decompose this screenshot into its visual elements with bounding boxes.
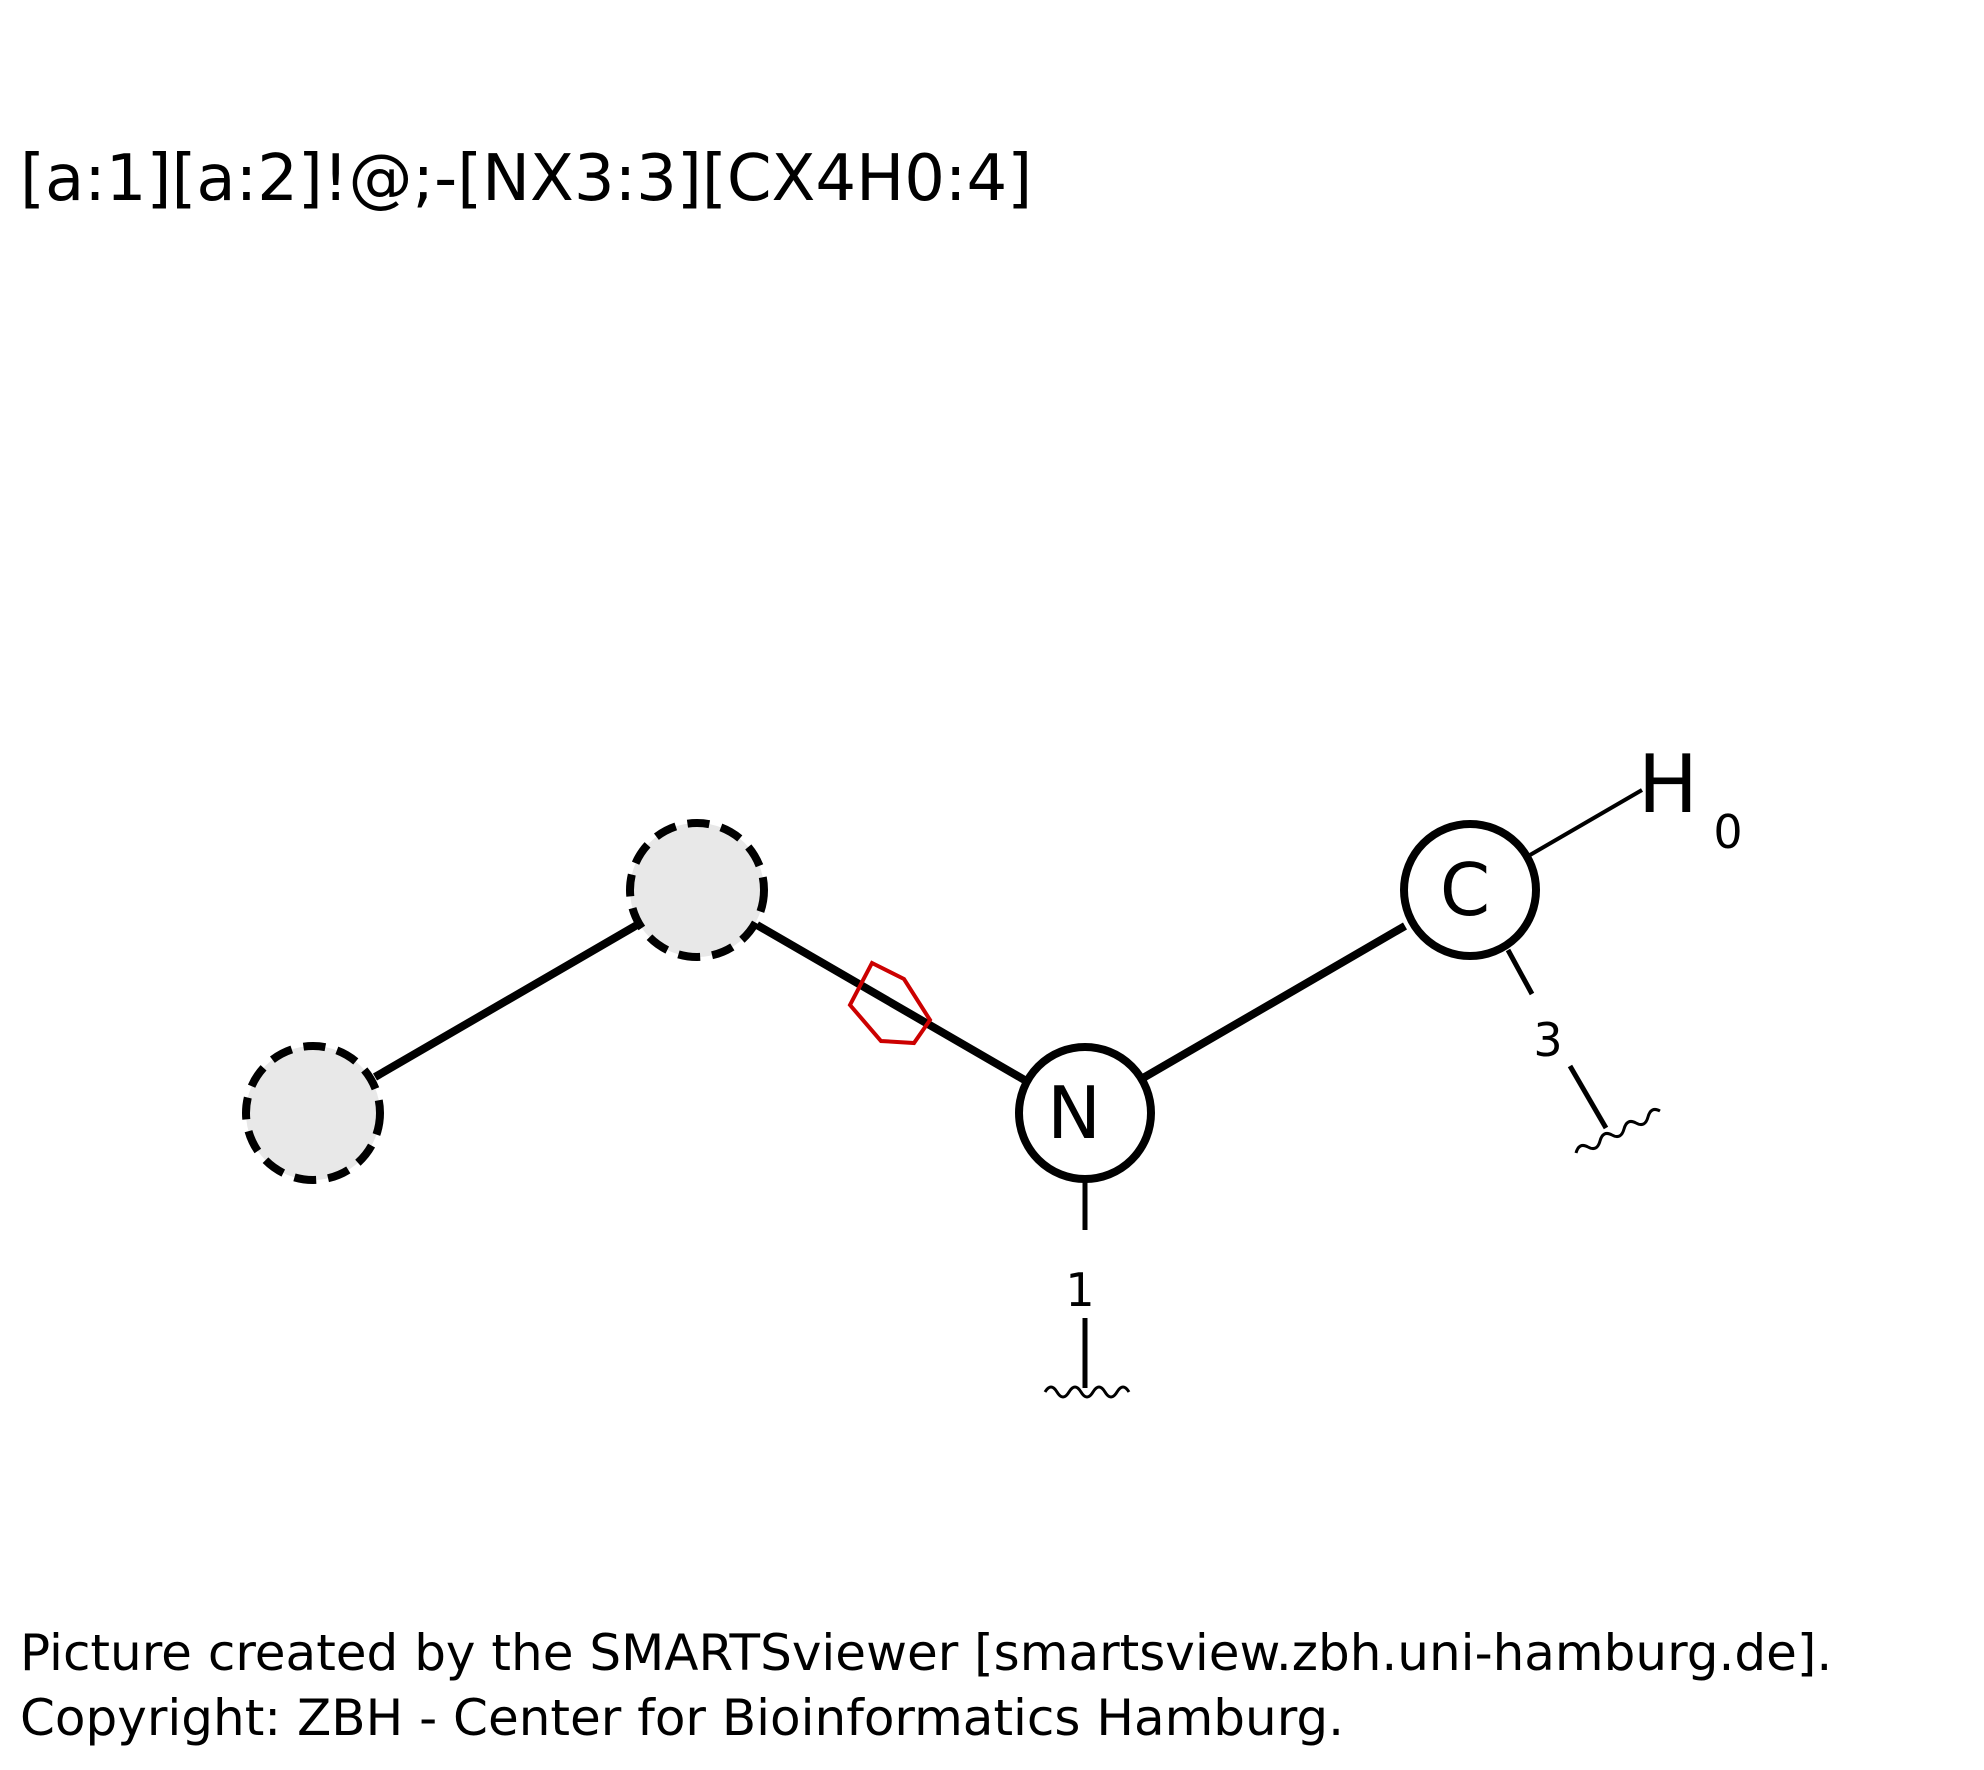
hydrogen-count-label: 0	[1713, 805, 1742, 859]
bond-n3-c4	[1140, 922, 1408, 1082]
footer-copyright: Copyright: ZBH - Center for Bioinformati…	[20, 1689, 1344, 1747]
aromatic-atom-2	[626, 819, 768, 961]
carbon-degree-line-bottom	[1567, 1064, 1609, 1130]
aromatic-atom-1	[242, 1042, 384, 1184]
nitrogen-atom-label: N	[1047, 1071, 1101, 1155]
bond-a2-n3	[754, 921, 1031, 1086]
carbon-atom-label: C	[1440, 848, 1490, 932]
carbon-degree-line-top	[1505, 948, 1535, 996]
nitrogen-degree-label: 1	[1065, 1263, 1094, 1317]
carbon-hydrogen-line	[1528, 788, 1644, 857]
hydrogen-label: H	[1638, 738, 1698, 831]
footer-credit: Picture created by the SMARTSviewer [sma…	[20, 1624, 1832, 1682]
carbon-atom	[1400, 820, 1540, 960]
bond-a1-a2	[372, 921, 640, 1081]
carbon-degree-label: 3	[1533, 1013, 1562, 1067]
carbon-wavy-bond-icon	[1574, 1108, 1661, 1154]
nitrogen-wavy-bond-icon	[1043, 1385, 1131, 1399]
non-ring-bond-marker	[847, 960, 933, 1046]
smarts-pattern-title: [a:1][a:2]!@;-[NX3:3][CX4H0:4]	[20, 142, 1032, 216]
nitrogen-atom	[1015, 1043, 1155, 1183]
